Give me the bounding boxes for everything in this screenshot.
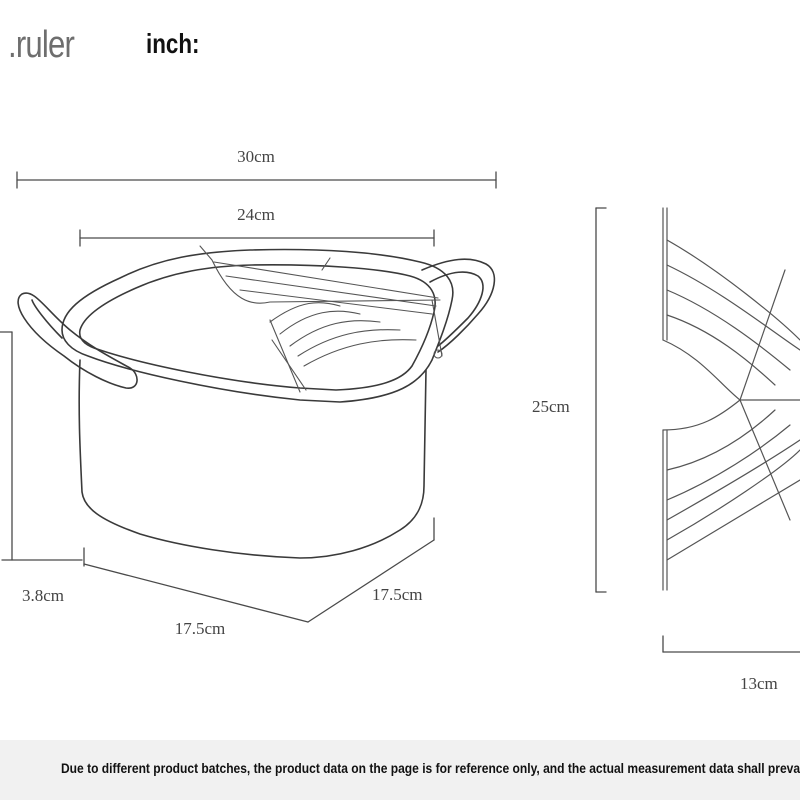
dim-line-rack-height	[595, 207, 607, 593]
inch-label: inch:	[146, 28, 200, 59]
pot-body	[61, 248, 454, 559]
label-base-front: 17.5cm	[175, 619, 226, 638]
dim-line-overall-width	[16, 171, 497, 189]
dim-line-height-left	[0, 331, 85, 567]
label-base-side: 17.5cm	[372, 585, 423, 604]
label-height-left: 3.8cm	[22, 586, 64, 605]
footer-note: Due to different product batches, the pr…	[60, 760, 800, 776]
footer-banner: Due to different product batches, the pr…	[0, 740, 800, 800]
label-rack-depth: 13cm	[740, 674, 778, 693]
pot-handle-left	[17, 292, 138, 389]
label-rack-height: 25cm	[532, 397, 570, 416]
label-overall-width: 30cm	[237, 147, 275, 166]
side-rack-drawing	[662, 207, 800, 591]
rack-on-pot	[199, 245, 443, 393]
pot-handle-right	[421, 258, 496, 353]
label-pot-width: 24cm	[237, 205, 275, 224]
dim-line-base	[83, 517, 435, 623]
dim-line-rack-depth	[662, 635, 800, 653]
footer-note-container: Due to different product batches, the pr…	[0, 760, 800, 776]
ruler-label: .ruler	[8, 24, 75, 66]
dim-line-pot-width	[79, 229, 435, 247]
